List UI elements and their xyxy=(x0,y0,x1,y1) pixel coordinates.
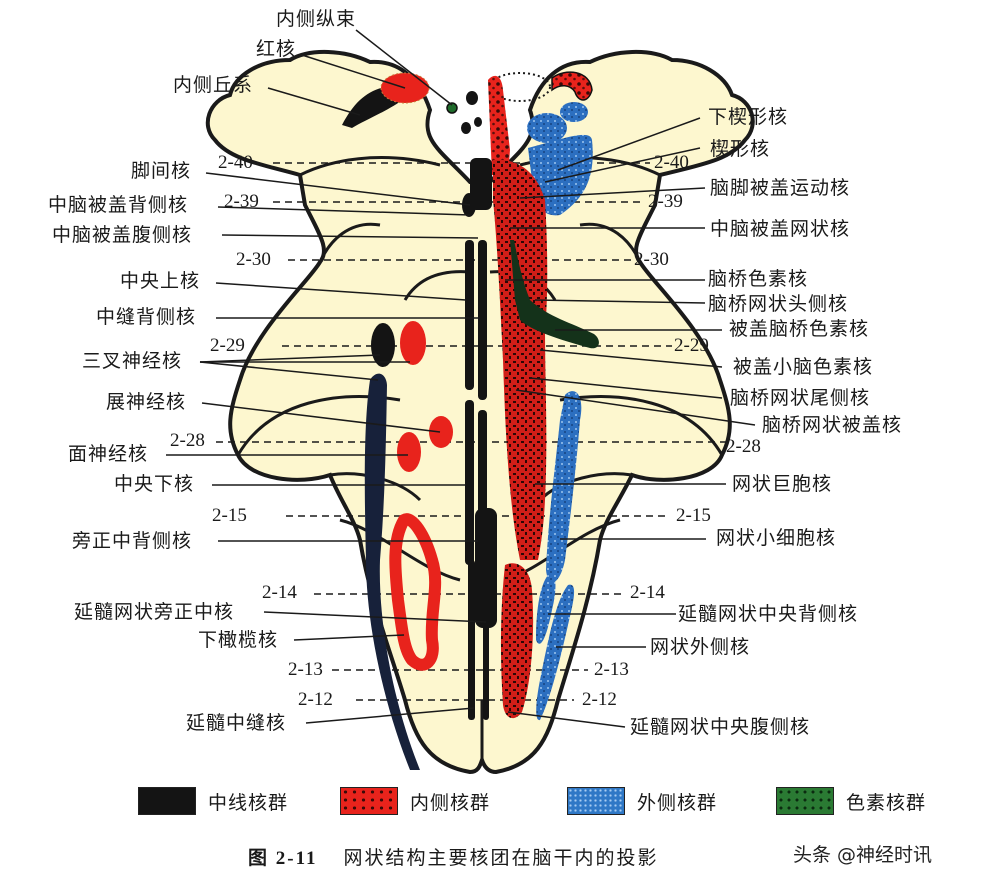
watermark: 头条 @神经时讯 xyxy=(793,844,933,866)
pigment-pons-shape xyxy=(510,240,599,349)
label-pontine-oral: 脑桥网状头侧核 xyxy=(708,293,849,315)
medial-column-upper xyxy=(488,75,510,175)
level-left-2-13: 2-13 xyxy=(288,659,323,680)
label-tegmental-cerebellar-pigment: 被盖小脑色素核 xyxy=(733,356,874,378)
medial-column-mid xyxy=(493,159,548,560)
figure-number: 图 2-11 xyxy=(248,848,318,869)
label-pontine-tegmental: 脑桥网状被盖核 xyxy=(762,414,903,436)
label-superior-central: 中央上核 xyxy=(120,270,201,292)
level-right-2-40: 2-40 xyxy=(654,152,689,173)
level-left-2-30: 2-30 xyxy=(236,249,271,270)
legend-medial-text: 内侧核群 xyxy=(410,791,491,814)
level-right-2-13: 2-13 xyxy=(594,659,629,680)
label-trigeminal: 三叉神经核 xyxy=(82,350,183,372)
label-parvocellular: 网状小细胞核 xyxy=(716,527,837,549)
label-medullary-paramedian: 延髓网状旁正中核 xyxy=(74,601,235,623)
level-left-2-29: 2-29 xyxy=(210,335,245,356)
label-pedunculopontine: 脑脚被盖运动核 xyxy=(710,177,851,199)
label-lateral-reticular: 网状外侧核 xyxy=(650,636,751,658)
label-gigantocellular: 网状巨胞核 xyxy=(732,473,833,495)
mlf-shape xyxy=(446,102,458,114)
label-medullary-central-dorsal: 延髓网状中央背侧核 xyxy=(678,603,859,625)
label-pontine-caudal: 脑桥网状尾侧核 xyxy=(730,387,871,409)
level-right-2-39: 2-39 xyxy=(648,191,683,212)
label-dorsal-tegmental: 中脑被盖背侧核 xyxy=(48,194,189,216)
midline-top-bar xyxy=(470,158,492,210)
label-inferior-olive: 下橄榄核 xyxy=(198,629,279,651)
level-right-2-30: 2-30 xyxy=(634,249,669,270)
level-left-2-28: 2-28 xyxy=(170,430,205,451)
legend-medial: 内侧核群 xyxy=(340,786,490,816)
label-mlf: 内侧纵束 xyxy=(276,8,357,30)
swatch-medial-icon xyxy=(340,787,398,815)
label-pontine-pigment: 脑桥色素核 xyxy=(708,268,809,290)
trigeminal-upper-shape xyxy=(371,323,395,367)
level-right-2-15: 2-15 xyxy=(676,505,711,526)
legend-pigment: 色素核群 xyxy=(776,786,926,816)
label-accessory-cuneate: 下楔形核 xyxy=(708,106,789,128)
label-tegmental-pontine-pigment: 被盖脑桥色素核 xyxy=(729,318,870,340)
label-inferior-central: 中央下核 xyxy=(114,473,195,495)
legend-lateral: 外侧核群 xyxy=(567,786,717,816)
level-left-2-39: 2-39 xyxy=(224,191,259,212)
label-midbrain-reticular: 中脑被盖网状核 xyxy=(710,218,851,240)
swatch-pigment-icon xyxy=(776,787,834,815)
abducens-shape xyxy=(429,416,453,448)
label-medullary-central-ventral: 延髓网状中央腹侧核 xyxy=(630,716,811,738)
legend-midline: 中线核群 xyxy=(138,786,288,816)
inferior-olive-shape xyxy=(389,513,442,671)
label-paramedian-dorsal: 旁正中背侧核 xyxy=(72,530,193,552)
medial-column-lower xyxy=(500,563,534,719)
label-facial: 面神经核 xyxy=(68,443,149,465)
level-right-2-29: 2-29 xyxy=(674,335,709,356)
label-medial-lemniscus: 内侧丘系 xyxy=(173,74,254,96)
right-red-cap xyxy=(551,71,593,101)
lateral-reticular-shape xyxy=(536,584,575,721)
label-abducens: 展神经核 xyxy=(106,391,187,413)
legend-pigment-text: 色素核群 xyxy=(846,791,927,814)
label-interpeduncular: 脚间核 xyxy=(131,160,192,182)
figure-caption: 图 2-11 网状结构主要核团在脑干内的投影 xyxy=(248,843,659,870)
level-right-2-14: 2-14 xyxy=(630,582,665,603)
label-dorsal-raphe: 中缝背侧核 xyxy=(96,306,197,328)
label-medullary-raphe: 延髓中缝核 xyxy=(186,712,287,734)
label-ventral-tegmental: 中脑被盖腹侧核 xyxy=(52,224,193,246)
leader-lines xyxy=(166,29,756,728)
swatch-midline-icon xyxy=(138,787,196,815)
swatch-lateral-icon xyxy=(567,787,625,815)
parvocellular-shape xyxy=(546,391,582,583)
trigeminal-lower-shape xyxy=(364,373,420,770)
central-dorsal-shape xyxy=(536,574,556,644)
facial-shape xyxy=(397,432,421,472)
pons-contour xyxy=(318,222,642,301)
level-left-2-15: 2-15 xyxy=(212,505,247,526)
legend-midline-text: 中线核群 xyxy=(208,791,289,814)
level-left-2-14: 2-14 xyxy=(262,582,297,603)
level-left-2-40: 2-40 xyxy=(218,152,253,173)
level-right-2-12: 2-12 xyxy=(582,689,617,710)
level-right-2-28: 2-28 xyxy=(726,436,761,457)
label-cuneiform: 楔形核 xyxy=(710,138,771,160)
label-red-nucleus: 红核 xyxy=(256,38,297,60)
trigeminal-motor-shape xyxy=(400,321,426,365)
figure-title: 网状结构主要核团在脑干内的投影 xyxy=(343,847,659,869)
legend-lateral-text: 外侧核群 xyxy=(637,791,718,814)
level-left-2-12: 2-12 xyxy=(298,689,333,710)
